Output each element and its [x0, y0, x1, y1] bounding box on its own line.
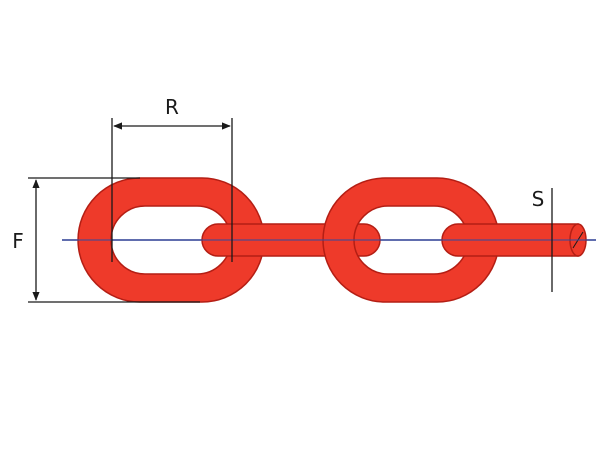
diameter-label: S — [532, 187, 545, 211]
width-label: F — [12, 229, 24, 253]
chain-link-right — [322, 177, 500, 303]
pitch-label: R — [165, 95, 179, 119]
chain-link-left — [77, 177, 265, 303]
